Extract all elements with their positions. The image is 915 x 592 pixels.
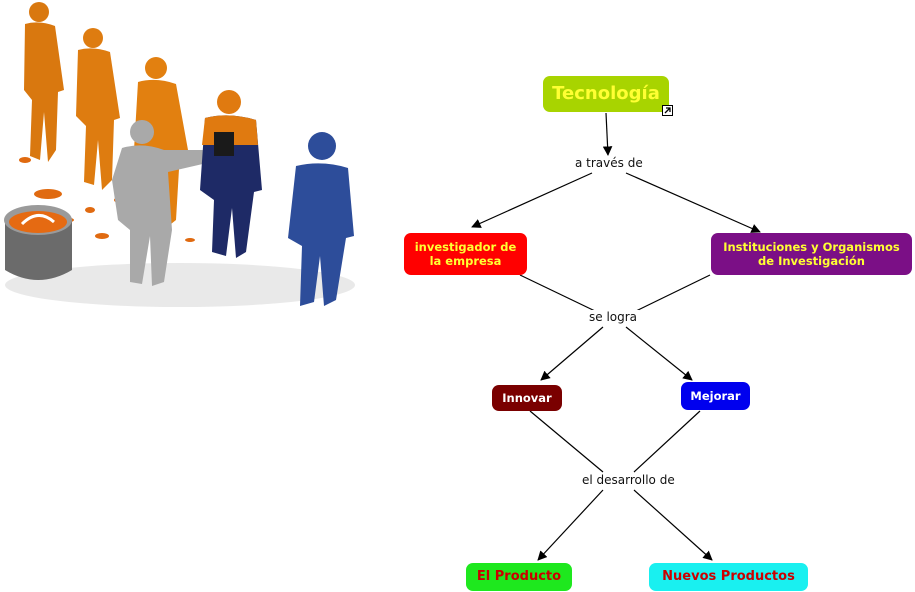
blue-figure: [288, 132, 354, 306]
link-label-el-desarrollo-de: el desarrollo de: [580, 473, 677, 487]
paint-bucket: [4, 205, 72, 280]
link-label-se-logra: se logra: [587, 310, 640, 324]
grey-figure: [112, 120, 220, 286]
orange-figure-2: [76, 28, 120, 191]
node-el-producto[interactable]: El Producto: [466, 563, 572, 591]
edge-selogra-to-innovar: [540, 326, 604, 381]
edge-selogra-to-mejorar: [625, 326, 693, 381]
node-instituciones-y-organismos[interactable]: Instituciones y Organismos de Investigac…: [711, 233, 912, 275]
edge-instituciones-to-selogra: [635, 274, 711, 312]
orange-figure-1: [24, 2, 64, 163]
navy-orange-figure: [200, 90, 262, 258]
edge-innovar-to-desarrollo: [529, 410, 604, 473]
node-investigador-de-la-empresa[interactable]: investigador de la empresa: [404, 233, 527, 275]
edge-desarrollo-to-producto: [537, 489, 604, 561]
ground-shadow: [5, 263, 355, 307]
node-mejorar[interactable]: Mejorar: [681, 382, 750, 410]
edge-mejorar-to-desarrollo: [633, 410, 701, 473]
external-link-icon[interactable]: [662, 105, 673, 116]
edge-tecnologia-to-label: [602, 112, 613, 156]
people-figures-illustration: [4, 2, 355, 307]
edge-label-to-instituciones: [625, 172, 761, 233]
edge-investigador-to-selogra: [519, 274, 596, 312]
link-label-a-traves-de: a través de: [573, 156, 645, 170]
node-tecnologia[interactable]: Tecnología: [543, 76, 669, 112]
edge-desarrollo-to-nuevos: [633, 489, 713, 561]
node-nuevos-productos[interactable]: Nuevos Productos: [649, 563, 808, 591]
edge-label-to-investigador: [471, 172, 593, 228]
node-innovar[interactable]: Innovar: [492, 385, 562, 411]
